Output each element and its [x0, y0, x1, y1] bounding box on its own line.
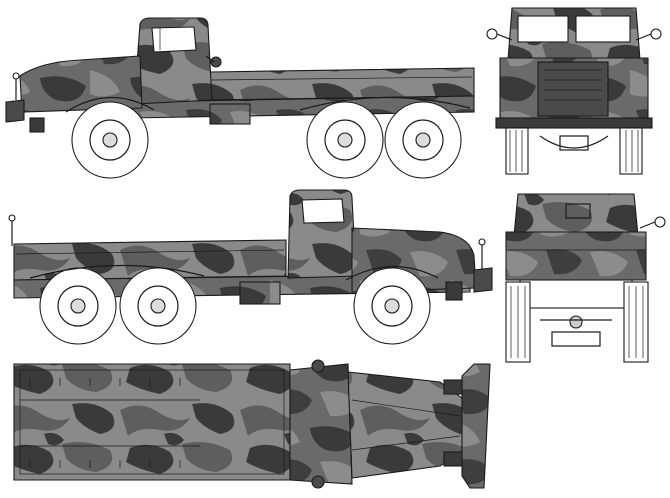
front-view [486, 7, 662, 175]
wheel-right-rear-1 [39, 267, 117, 345]
wheel-front [71, 101, 149, 179]
front-windshield-left [517, 15, 569, 43]
left-side-view [5, 17, 475, 179]
front-tire-right [619, 127, 643, 175]
front-bumper [5, 99, 25, 123]
cab-window [151, 26, 197, 53]
rear-tailgate [505, 231, 647, 281]
right-side-view [8, 189, 493, 345]
front-tire-left [505, 127, 529, 175]
front-windshield-right [575, 15, 631, 43]
top-front-bumper [461, 363, 491, 489]
fuel-tank [209, 103, 251, 125]
wheel-right-rear-2 [119, 267, 197, 345]
top-cab-roof [289, 363, 353, 485]
cargo-bed [209, 67, 475, 101]
rear-view [505, 193, 666, 363]
rear-cab [513, 193, 639, 237]
wheel-rear-1 [306, 101, 384, 179]
wheel-right-front [353, 267, 431, 345]
top-view [13, 359, 491, 489]
top-cargo-bed [13, 363, 291, 481]
wheel-rear-2 [384, 101, 462, 179]
cab-window-right [301, 198, 345, 224]
